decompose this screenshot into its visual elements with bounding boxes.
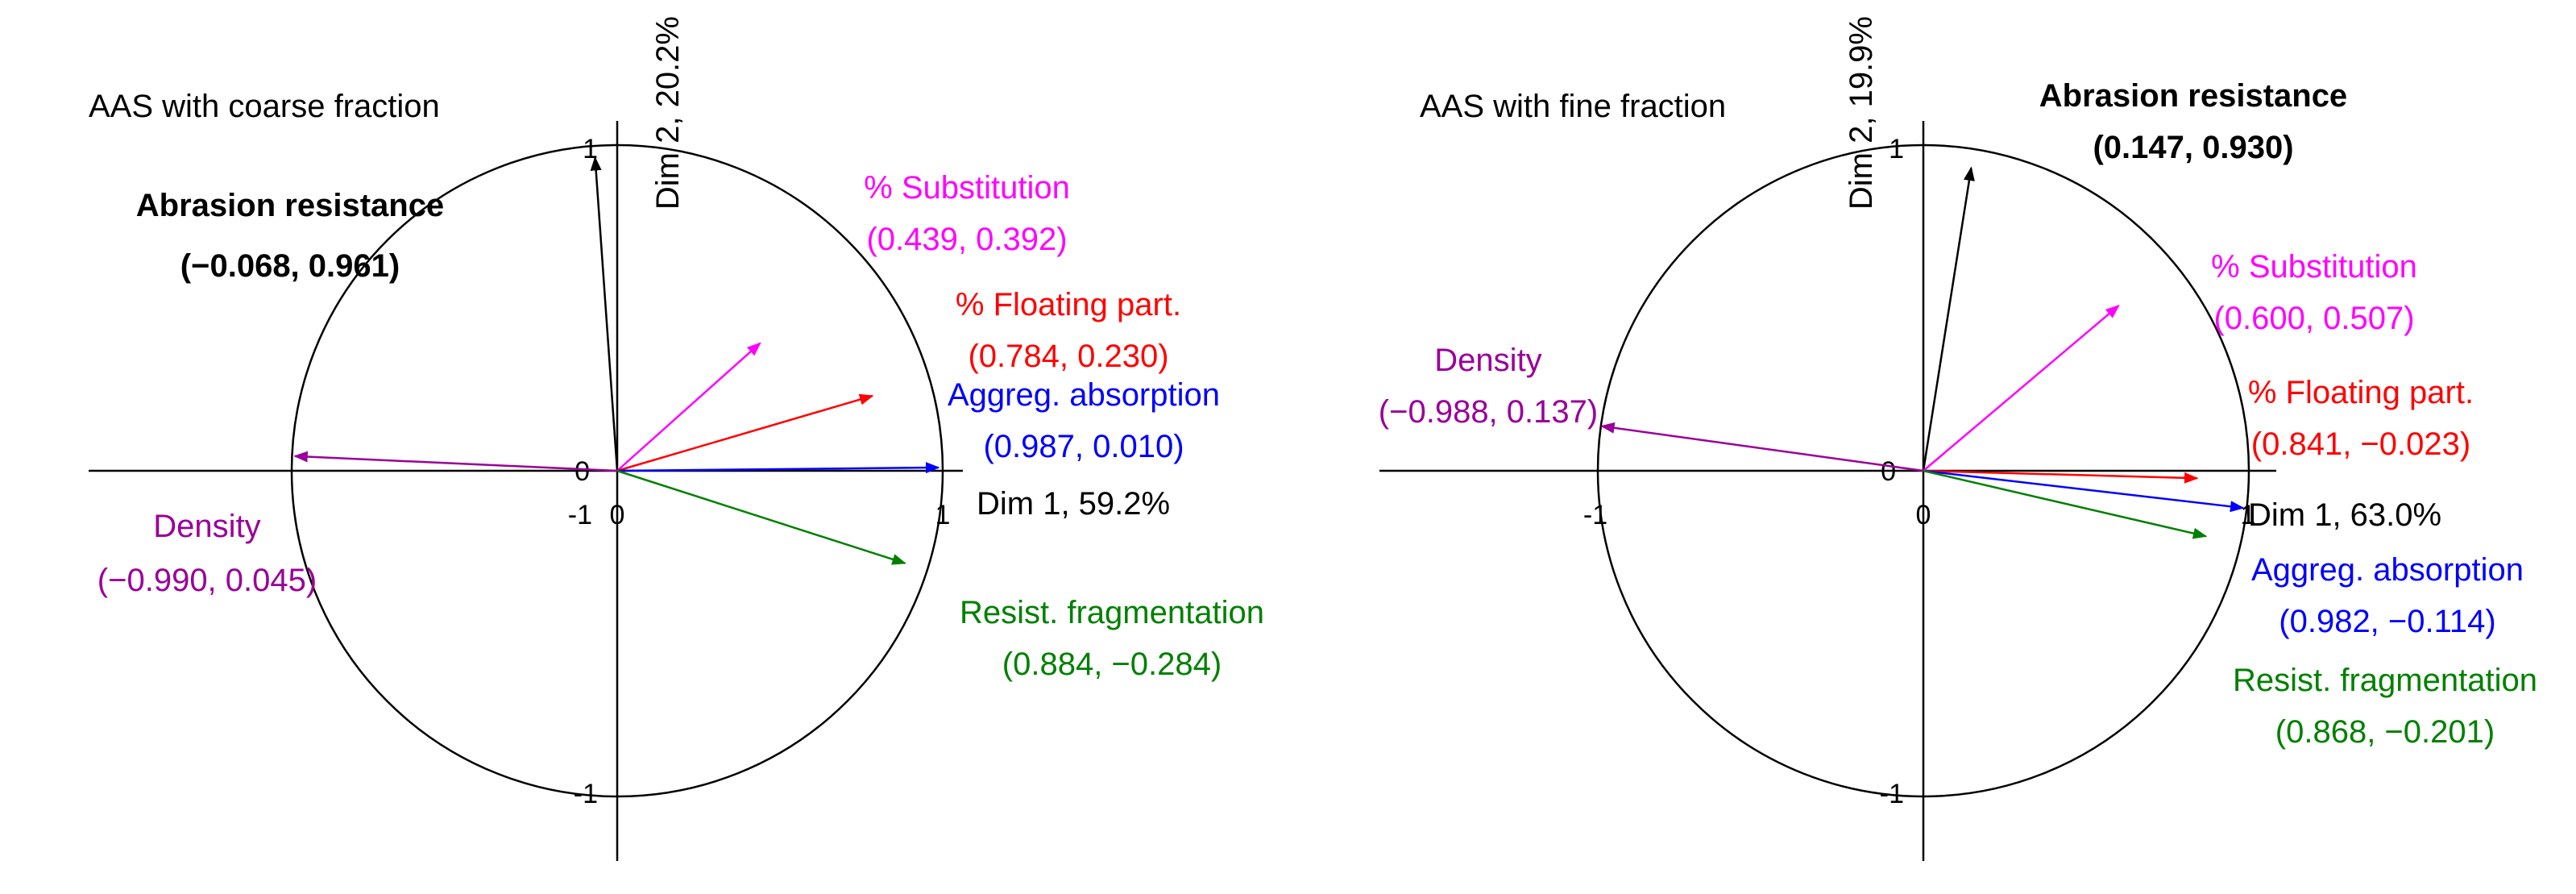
chart-title: AAS with coarse fraction [89,89,440,124]
vector-label-name: % Floating part. [956,287,1181,322]
x-tick-neg1: -1 [568,500,592,530]
vector-arrow [616,342,761,472]
x-axis-label: Dim 1, 59.2% [977,486,1170,522]
y-tick-0: 0 [1881,456,1896,487]
vector-arrow [1922,166,1975,472]
vector-label-name: Density [1434,343,1541,378]
vector-arrow [616,462,940,474]
x-axis-label: Dim 1, 63.0% [2248,497,2441,533]
vector-label-name: % Substitution [2211,249,2417,285]
x-tick-0: 0 [610,500,625,530]
vector-label-name: Aggreg. absorption [948,377,1220,413]
vector-label-coords: (0.987, 0.010) [983,429,1184,464]
vector-arrow [616,393,874,472]
vector-label-name: % Floating part. [2248,375,2474,410]
vector-label-name: Abrasion resistance [136,188,444,223]
vector-arrow [1923,469,2245,513]
vector-label-coords: (0.841, −0.023) [2251,426,2470,462]
y-axis-label: Dim 2, 20.2% [650,16,686,210]
vector-arrow [1923,469,2208,539]
vector-label-coords: (−0.988, 0.137) [1379,394,1598,430]
vector-arrow [616,469,906,565]
vector-label-coords: (0.147, 0.930) [2093,130,2293,165]
vector-label-name: Abrasion resistance [2039,78,2347,114]
vector-label-coords: (0.868, −0.201) [2275,714,2495,750]
panel-fine-fraction: AAS with fine fraction Dim 1, 63.0% Dim … [1379,16,2537,861]
vector-arrow [590,156,619,472]
panel-coarse-fraction: AAS with coarse fraction Dim 1, 59.2% Di… [89,16,1264,861]
vector-label-name: % Substitution [864,170,1070,206]
y-tick-neg1: -1 [574,779,598,809]
vector-arrow [1600,422,1924,472]
x-tick-1: 1 [2241,500,2256,530]
vector-label-coords: (0.784, 0.230) [968,339,1168,374]
vector-label-coords: (0.982, −0.114) [2279,604,2495,639]
vector-label-coords: (−0.068, 0.961) [180,248,400,284]
vector-arrow [293,451,618,472]
vector-label-coords: (0.439, 0.392) [866,222,1067,257]
vector-label-name: Aggreg. absorption [2251,552,2524,588]
vector-label-name: Density [153,509,260,544]
vector-label-coords: (−0.990, 0.045) [97,563,317,598]
x-tick-0: 0 [1916,500,1931,530]
vector-arrow [1923,305,2120,472]
y-tick-1: 1 [1889,134,1904,164]
x-tick-1: 1 [935,500,951,530]
vector-label-coords: (0.884, −0.284) [1002,647,1222,682]
vector-label-name: Resist. fragmentation [2233,663,2537,698]
chart-title: AAS with fine fraction [1420,89,1726,124]
y-tick-neg1: -1 [1880,779,1904,809]
y-axis-label: Dim 2, 19.9% [1844,16,1879,210]
vector-label-name: Resist. fragmentation [960,595,1264,630]
vector-arrow [1923,469,2199,484]
vector-label-coords: (0.600, 0.507) [2213,301,2414,336]
x-tick-neg1: -1 [1583,500,1607,530]
y-tick-0: 0 [575,456,590,487]
